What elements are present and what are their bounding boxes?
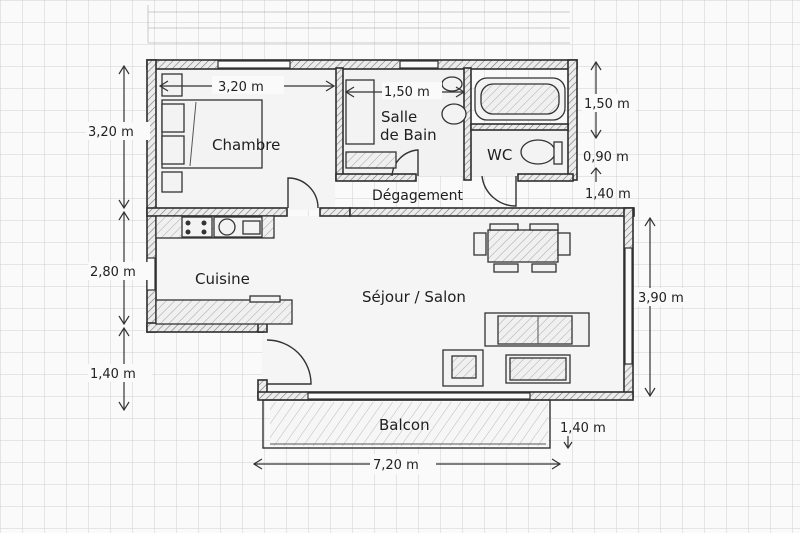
room-label-chambre: Chambre xyxy=(212,136,280,154)
dim-right-degagement: 1,40 m xyxy=(585,187,631,202)
dim-left-bottom: 1,40 m xyxy=(90,367,136,382)
room-label-sejour: Séjour / Salon xyxy=(362,288,466,306)
dim-total-width: 7,20 m xyxy=(373,458,419,473)
room-label-balcon: Balcon xyxy=(379,416,430,434)
cuisine-furniture xyxy=(155,215,293,325)
dim-left-middle: 2,80 m xyxy=(90,265,136,280)
dim-chambre-width: 3,20 m xyxy=(218,80,264,95)
dim-right-wc: 0,90 m xyxy=(583,150,629,165)
room-label-wc: WC xyxy=(487,146,512,164)
dim-sdb-width: 1,50 m xyxy=(384,85,430,100)
dim-balcon-depth: 1,40 m xyxy=(560,421,606,436)
doors xyxy=(266,149,517,385)
room-label-salle-de-bain-2: de Bain xyxy=(380,126,437,144)
dimension-lines: 3,20 m 1,50 m 3,20 m 2,80 m 1,40 m 1,50 … xyxy=(86,60,700,474)
dim-left-top: 3,20 m xyxy=(88,125,134,140)
salle-de-bain-furniture xyxy=(345,76,566,169)
room-label-salle-de-bain-1: Salle xyxy=(381,108,417,126)
room-labels: Chambre Salle de Bain WC Dégagement Cuis… xyxy=(195,108,512,434)
room-label-degagement: Dégagement xyxy=(372,188,463,204)
room-label-cuisine: Cuisine xyxy=(195,270,250,288)
balcon-floor xyxy=(270,402,548,446)
dim-right-sejour: 3,90 m xyxy=(638,291,684,306)
dim-right-bath: 1,50 m xyxy=(584,97,630,112)
sejour-furniture xyxy=(442,223,590,387)
chambre-furniture xyxy=(161,73,263,193)
erased-sketch-lines xyxy=(147,5,570,44)
